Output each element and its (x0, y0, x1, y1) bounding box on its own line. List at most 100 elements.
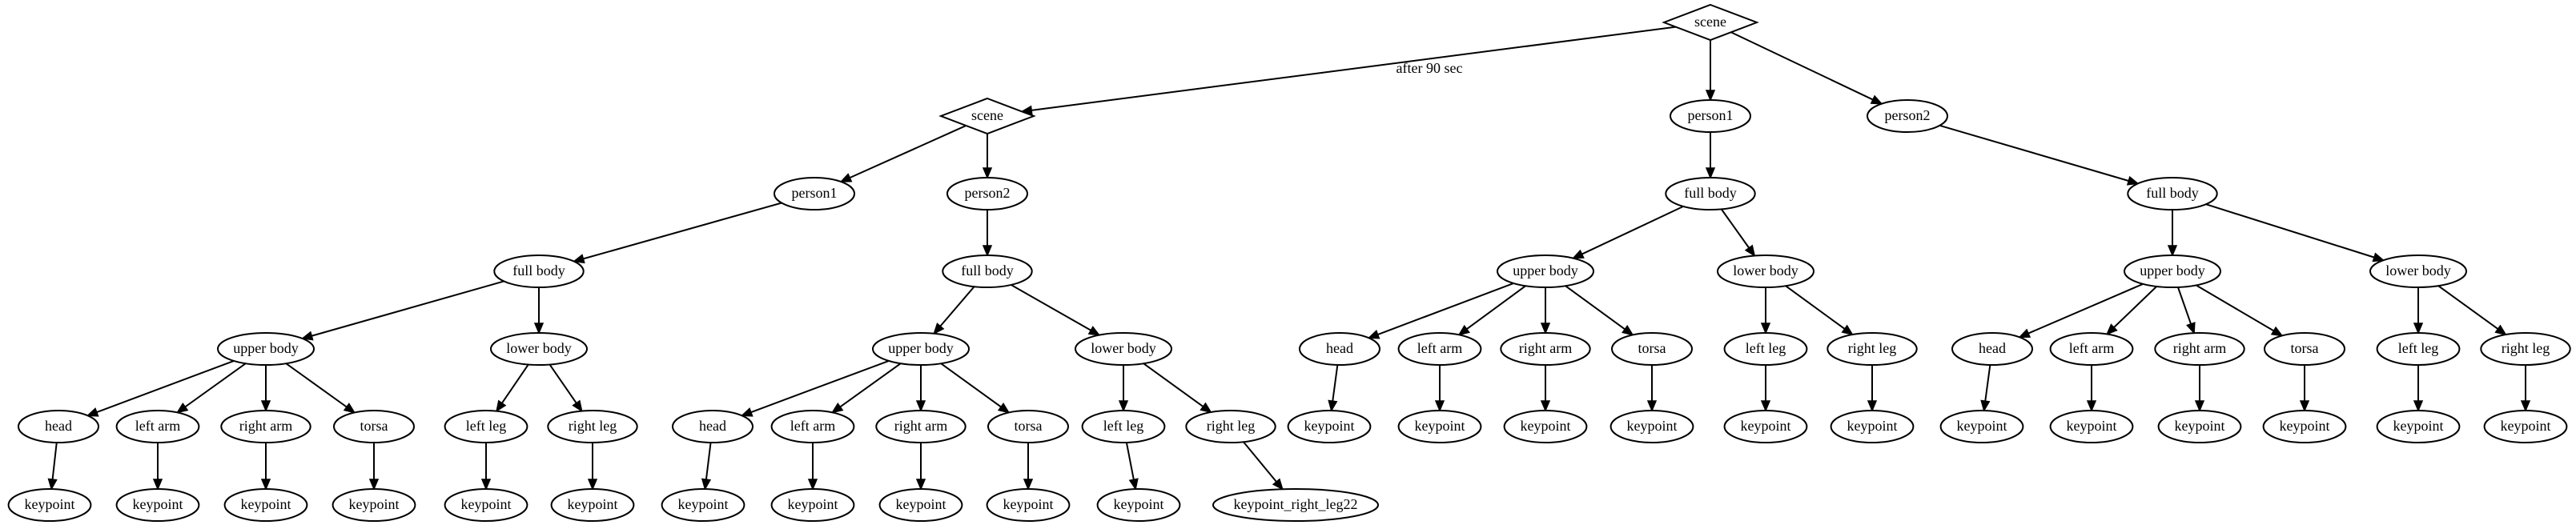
node-label: lower body (1091, 340, 1155, 356)
edge-n1-n3 (982, 134, 993, 179)
ellipse-shape (493, 254, 585, 288)
node-label: right arm (2173, 340, 2226, 356)
edge-line (51, 442, 58, 480)
arrowhead (1622, 325, 1634, 336)
ellipse-shape (1185, 410, 1276, 443)
ellipse-shape (2049, 410, 2134, 443)
node-label: full body (2146, 185, 2199, 201)
node-left-leg: left leg (1081, 410, 1166, 443)
edge-n4-n6 (533, 287, 545, 335)
node-label: keypoint (1003, 496, 1054, 512)
ellipse-shape (946, 177, 1028, 210)
arrowhead (2413, 400, 2424, 412)
ellipse-shape (2376, 410, 2461, 443)
arrowhead (2105, 323, 2118, 335)
node-person1: person1 (1670, 99, 1751, 133)
edge-n19-n21 (1011, 284, 1101, 336)
ellipse-shape (220, 410, 311, 443)
node-keypoint: keypoint (223, 488, 308, 522)
edge-n25-n29 (1023, 443, 1034, 491)
node-label: keypoint (1304, 418, 1355, 434)
edge-n39-n43 (1328, 364, 1339, 412)
edge-n5-n8 (175, 363, 247, 414)
edge-n3-n19 (982, 210, 993, 257)
ellipse-shape (2127, 177, 2218, 210)
ellipse-shape (1075, 332, 1172, 366)
ellipse-shape (942, 254, 1033, 288)
edge-n47-n49 (1760, 365, 1771, 412)
node-lower-body: lower body (2369, 254, 2467, 288)
arrowhead (1980, 399, 1991, 412)
edge-line (1939, 124, 2129, 182)
edge-line (1377, 283, 1514, 335)
ellipse-shape (1717, 254, 1814, 288)
edge-n16-n18 (587, 443, 598, 491)
node-label: keypoint (788, 496, 838, 512)
arrowhead (2018, 328, 2031, 339)
ellipse-shape (770, 488, 855, 522)
node-label: right leg (1848, 340, 1897, 356)
edge-n20-n22 (740, 359, 890, 417)
node-label: right leg (1207, 418, 1256, 434)
node-scene: scene (1662, 3, 1759, 42)
node-label: full body (512, 262, 565, 279)
edge-n35-n51 (1939, 124, 2140, 186)
ellipse-shape (1723, 332, 1808, 366)
edge-n21-n30 (1118, 365, 1129, 412)
edge-n52-n56 (2177, 287, 2196, 335)
edge-n51-n53 (2205, 203, 2385, 262)
edge-n57-n61 (2299, 365, 2310, 412)
ellipse-shape (872, 332, 970, 366)
node-label: keypoint (1847, 418, 1898, 434)
node-keypoint: keypoint (2262, 410, 2347, 443)
ellipse-shape (1723, 410, 1808, 443)
node-label: keypoint (25, 496, 75, 512)
ellipse-shape (1867, 99, 1948, 133)
edge-n31-n33 (1243, 441, 1284, 491)
edge-line (549, 363, 577, 404)
node-keypoint: keypoint (115, 488, 200, 522)
arrowhead (997, 403, 1011, 414)
ellipse-shape (2124, 254, 2221, 288)
arrowhead (300, 331, 314, 341)
node-keypoint: keypoint (550, 488, 635, 522)
node-label: left arm (2069, 340, 2114, 356)
node-label: keypoint (678, 496, 729, 512)
arrowhead (572, 399, 583, 413)
node-label: right leg (569, 418, 617, 434)
node-label: keypoint (1741, 418, 1791, 434)
arrowhead (1705, 90, 1716, 102)
ellipse-shape (2154, 332, 2245, 366)
arrowhead (1367, 330, 1380, 339)
arrowhead (2126, 175, 2140, 186)
node-label: right arm (239, 418, 292, 434)
node-label: keypoint (1957, 418, 2007, 434)
arrowhead (260, 400, 271, 412)
arrowhead (587, 479, 598, 491)
node-label: lower body (2385, 262, 2450, 279)
ellipse-shape (1503, 410, 1588, 443)
edge-n0-n34 (1705, 40, 1716, 102)
node-head: head (18, 410, 99, 443)
edge-n40-n44 (1434, 365, 1445, 412)
edge-n37-n40 (1457, 285, 1526, 336)
edge-n22-n26 (701, 442, 712, 491)
node-left-leg: left leg (2376, 332, 2461, 366)
node-label: keypoint (461, 496, 512, 512)
edge-line (839, 363, 902, 408)
edge-line (1720, 208, 1750, 249)
edge-line (705, 442, 712, 480)
ellipse-shape (878, 488, 963, 522)
edge-n20-n24 (915, 365, 926, 412)
node-left-leg: left leg (1723, 332, 1808, 366)
node-lower-body: lower body (1075, 332, 1172, 366)
ellipse-shape (661, 488, 745, 522)
node-label: keypoint (2280, 418, 2330, 434)
node-head: head (672, 410, 754, 443)
edge-line (1011, 284, 1091, 331)
edge-n36-n37 (1571, 205, 1684, 259)
edge-n52-n57 (2196, 284, 2284, 337)
edge-n5-n7 (86, 360, 235, 417)
edge-n37-n39 (1367, 283, 1514, 339)
edge-n52-n54 (2018, 283, 2144, 339)
